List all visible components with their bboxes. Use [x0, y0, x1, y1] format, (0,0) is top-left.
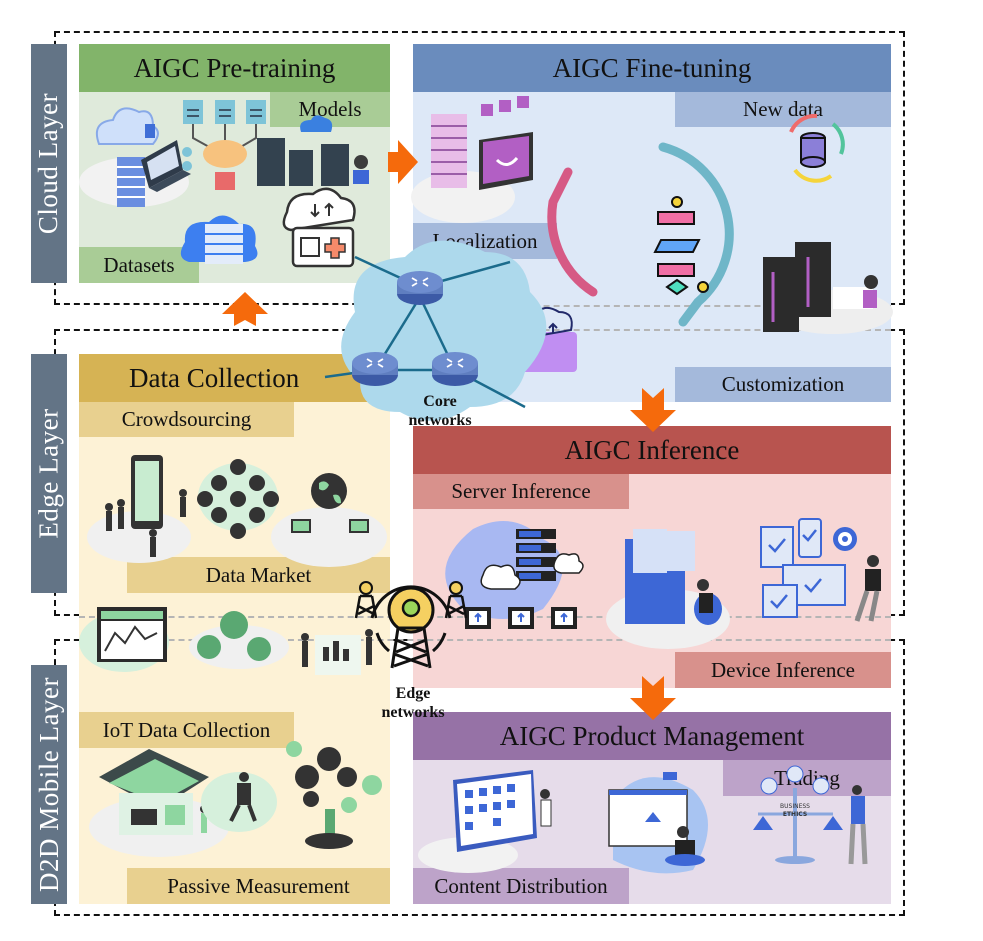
cloud-edge-separator-bottom	[413, 329, 891, 331]
arrow-right-icon	[388, 140, 418, 184]
pretraining-illustrations	[79, 100, 369, 268]
core-network-cloud	[324, 240, 547, 421]
document-icons	[183, 100, 266, 124]
edge-networks-line1: Edge	[395, 685, 431, 702]
edge-networks-line2: networks	[381, 704, 445, 721]
crowdsourcing-label: Crowdsourcing	[79, 402, 294, 437]
customization-label: Customization	[675, 367, 891, 402]
inference-illustrations	[445, 518, 881, 649]
globe-devices-icon	[271, 473, 387, 567]
iot-data-collection-label: IoT Data Collection	[79, 712, 294, 748]
brain-network-icon	[182, 124, 257, 190]
server-workstation-icon	[763, 242, 893, 334]
wearable-runner-icon	[201, 772, 277, 832]
cloud-upload-media-icon	[282, 187, 356, 268]
cloud-server-icon	[95, 107, 159, 207]
core-networks-label: Core networks	[395, 392, 485, 430]
arrow-finetuning-to-inference	[630, 388, 676, 432]
server-monitor-icon	[431, 96, 533, 190]
edge-layer-text: Edge Layer	[33, 408, 64, 539]
datasets-label: Datasets	[79, 247, 199, 283]
flowchart-icon	[653, 196, 709, 296]
cloud-server-network-icon	[445, 521, 584, 629]
arrow-inference-to-product	[630, 676, 676, 720]
laptop-icon	[141, 124, 191, 192]
design-editor-icon	[608, 772, 708, 874]
cloud-layer-text: Cloud Layer	[33, 92, 64, 235]
arrow-down-icon	[630, 388, 676, 432]
finetuning-panel: AIGC Fine-tuning New data Localization C…	[413, 44, 891, 402]
arrow-collection-to-pretraining	[222, 292, 268, 326]
business-ethics-text-1: BUSINESS	[780, 803, 810, 810]
kanban-board-icon	[418, 770, 552, 873]
pie-charts-icon	[189, 611, 289, 669]
finetuning-illustrations	[411, 96, 893, 372]
new-data-label: New data	[675, 92, 891, 127]
arrow-pretraining-to-finetuning	[388, 140, 418, 184]
analytics-dashboard-icon	[79, 607, 169, 672]
database-sync-icon	[789, 113, 845, 183]
arrow-down-icon	[630, 676, 676, 720]
device-checklist-user-icon	[760, 518, 881, 622]
social-network-icon	[197, 459, 279, 539]
router-icon-left	[352, 352, 398, 386]
refresh-cycle-icon	[547, 142, 734, 327]
data-collection-title: Data Collection	[79, 354, 390, 402]
core-networks-line1: Core	[423, 393, 457, 410]
product-management-illustrations: BUSINESS ETHICS	[418, 765, 868, 874]
edge-layer-label: Edge Layer	[31, 354, 67, 593]
cloud-layer-label: Cloud Layer	[31, 44, 67, 283]
business-ethics-scale-icon: BUSINESS ETHICS	[753, 765, 868, 865]
arrow-up-icon	[222, 292, 268, 326]
pretraining-title: AIGC Pre-training	[79, 44, 390, 92]
device-inference-label: Device Inference	[675, 652, 891, 688]
data-collection-illustrations	[79, 455, 387, 857]
mobile-content-user-icon	[606, 529, 730, 649]
datacenter-icon	[257, 115, 369, 186]
passive-measurement-label: Passive Measurement	[127, 868, 390, 904]
finetuning-title: AIGC Fine-tuning	[413, 44, 891, 92]
edge-networks-label: Edge networks	[368, 684, 458, 722]
server-inference-label: Server Inference	[413, 474, 629, 509]
edge-d2d-separator-bottom	[79, 639, 891, 641]
cloud-edge-separator-top	[413, 305, 891, 307]
core-networks-line2: networks	[408, 412, 472, 429]
business-ethics-text-2: ETHICS	[783, 811, 807, 818]
router-icon-right	[432, 352, 478, 386]
edge-network-tower-icon	[354, 581, 468, 669]
trading-label: Trading	[723, 760, 891, 796]
content-distribution-label: Content Distribution	[413, 868, 629, 904]
data-analysts-icon	[301, 629, 373, 675]
smart-home-icon	[89, 749, 229, 857]
crowdsourcing-people-icon	[87, 455, 191, 563]
d2d-layer-label: D2D Mobile Layer	[31, 665, 67, 904]
router-icon-top	[397, 271, 443, 305]
inference-title: AIGC Inference	[413, 426, 891, 474]
social-media-tree-icon	[286, 741, 382, 849]
product-management-title: AIGC Product Management	[413, 712, 891, 760]
d2d-layer-text: D2D Mobile Layer	[33, 677, 64, 892]
cloud-database-icon	[180, 215, 258, 264]
